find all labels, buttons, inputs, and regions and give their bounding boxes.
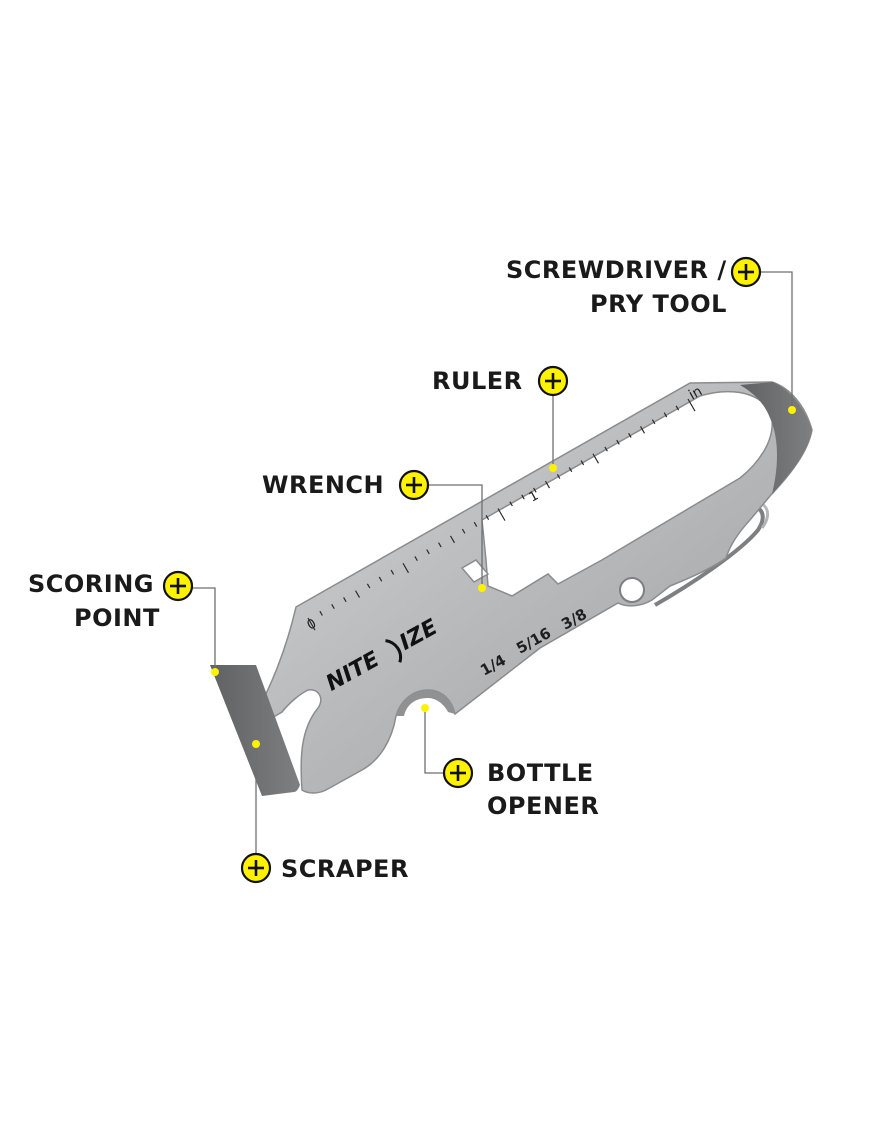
ruler-tick xyxy=(556,473,561,479)
plus-circle-icon xyxy=(442,757,474,789)
callout-scraper: SCRAPER xyxy=(240,852,409,884)
anchor-dots xyxy=(211,406,796,748)
anchor-dot-wrench xyxy=(478,584,486,592)
anchor-dot-screwdriver xyxy=(788,406,796,414)
plus-circle-icon xyxy=(398,469,430,501)
plus-circle-icon xyxy=(240,852,272,884)
leader-lines xyxy=(192,271,793,868)
ruler-tick xyxy=(568,467,573,473)
callout-bottle-opener: BOTTLE OPENER xyxy=(442,757,599,820)
plus-circle-icon xyxy=(162,570,194,602)
key-ring-eyelet xyxy=(619,577,645,603)
ruler-tick xyxy=(319,610,323,616)
ruler-tick xyxy=(675,405,680,411)
callout-ruler-label: RULER xyxy=(432,367,523,395)
anchor-dot-scraper xyxy=(252,740,260,748)
ruler-tick xyxy=(616,439,620,445)
multi-tool-body: 0 1 in NITE IZE 1/4 5/16 3/8 xyxy=(210,381,813,796)
callout-ruler: RULER xyxy=(432,365,569,397)
ruler-tick xyxy=(497,508,506,521)
callout-scoring-point-line-1: SCORING xyxy=(28,570,154,598)
callout-scraper-label: SCRAPER xyxy=(281,855,409,883)
ruler-tick xyxy=(461,528,466,534)
callout-wrench-label: WRENCH xyxy=(262,471,384,499)
ruler-tick xyxy=(628,432,632,438)
callout-wrench: WRENCH xyxy=(262,469,430,501)
ruler-tick xyxy=(592,453,600,464)
ruler-tick xyxy=(307,617,316,631)
ruler-tick xyxy=(390,569,395,575)
ruler-tick xyxy=(331,604,335,609)
ruler-tick xyxy=(449,535,456,544)
anchor-dot-scoring-point xyxy=(211,668,219,676)
ruler-tick xyxy=(521,494,525,500)
ruler-tick xyxy=(687,398,696,412)
ruler-tick xyxy=(473,521,478,527)
callout-screwdriver-line-1: SCREWDRIVER / xyxy=(506,256,727,284)
ruler-ticks xyxy=(307,398,696,631)
ruler-tick xyxy=(544,480,551,489)
leader-screwdriver xyxy=(760,271,793,410)
callout-scoring-point: SCORING POINT xyxy=(28,570,194,632)
ruler-tick xyxy=(485,515,490,520)
ruler-tick xyxy=(663,412,668,418)
leader-wrench xyxy=(428,484,483,588)
ruler-tick xyxy=(402,562,410,574)
ruler-tick xyxy=(604,446,608,452)
ruler-tick xyxy=(354,590,361,598)
ruler-tick xyxy=(639,426,646,434)
leader-scoring-point xyxy=(192,587,216,672)
callout-screwdriver-line-2: PRY TOOL xyxy=(590,290,727,318)
ruler-tick xyxy=(509,501,513,507)
callout-bottle-opener-line-1: BOTTLE xyxy=(487,759,594,787)
anchor-dot-ruler xyxy=(549,464,557,472)
ruler-tick xyxy=(426,549,430,555)
plus-circle-icon xyxy=(537,365,569,397)
ruler-tick xyxy=(378,576,383,582)
callout-scoring-point-line-2: POINT xyxy=(74,604,160,632)
plus-circle-icon xyxy=(730,256,762,288)
ruler-tick xyxy=(533,487,537,493)
ruler-tick xyxy=(414,556,418,562)
ruler-tick xyxy=(366,583,371,589)
anchor-dot-bottle-opener xyxy=(421,704,429,712)
ruler-tick xyxy=(651,419,656,425)
callout-bottle-opener-line-2: OPENER xyxy=(487,792,599,820)
callout-screwdriver: SCREWDRIVER / PRY TOOL xyxy=(506,256,762,318)
ruler-tick xyxy=(343,597,347,603)
ruler-tick xyxy=(580,460,585,466)
ruler-tick xyxy=(438,542,442,548)
leader-bottle-opener xyxy=(424,708,444,774)
